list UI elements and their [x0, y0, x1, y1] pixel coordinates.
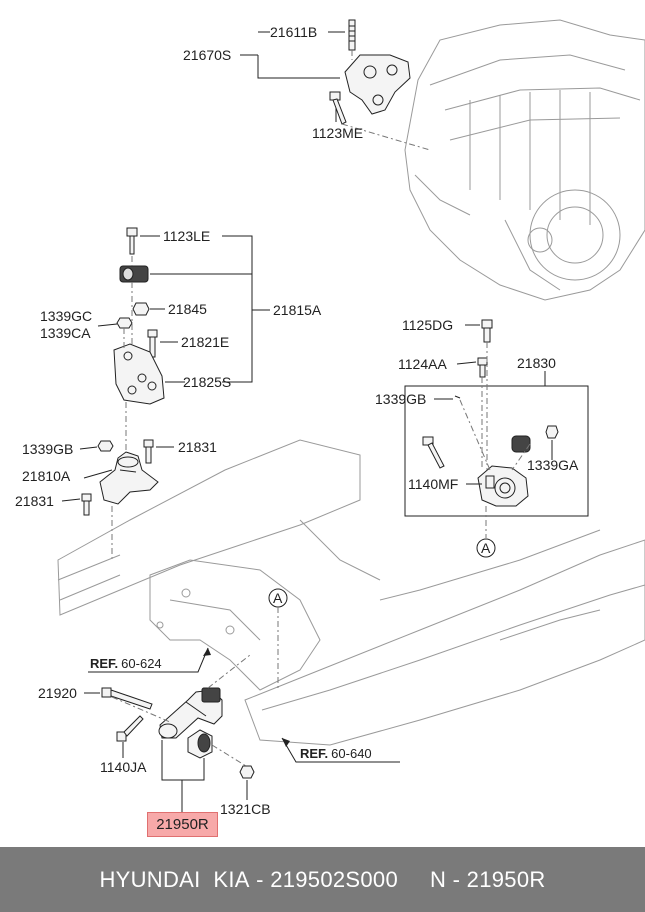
bushing-21815A	[119, 265, 149, 283]
bracket-21825S	[113, 343, 165, 405]
ref-prefix-1: REF.	[90, 656, 118, 671]
callout-1339GA: 1339GA	[527, 457, 579, 473]
bolt-21831-top	[143, 439, 154, 464]
marker-a-right	[476, 538, 496, 558]
ref-code-60-624: 60-624	[121, 656, 161, 671]
callout-21821E: 21821E	[181, 334, 229, 350]
callout-1140MF: 1140MF	[408, 476, 458, 492]
callout-21920: 21920	[38, 685, 77, 701]
callout-21670S: 21670S	[183, 47, 231, 63]
callout-1125DG: 1125DG	[402, 317, 453, 333]
callout-21611B: 21611B	[270, 24, 317, 40]
bolt-1124AA	[477, 357, 488, 378]
footer-part-number: 219502S000	[270, 866, 398, 892]
engine-bracket-21670S	[344, 19, 411, 115]
callout-21815A: 21815A	[273, 302, 322, 318]
callout-1140JA: 1140JA	[100, 759, 147, 775]
bolt-21831-bottom	[81, 493, 92, 516]
highlighted-callout-box	[147, 812, 218, 837]
callout-1339GB-right: 1339GB	[375, 391, 426, 407]
callout-1339CA: 1339CA	[40, 325, 91, 341]
nut-1339GB-left	[97, 440, 114, 452]
mount-21830	[477, 465, 529, 507]
bolt-1123LE	[126, 227, 138, 255]
subframe-drawing	[57, 439, 645, 746]
callout-21825S: 21825S	[183, 374, 231, 390]
bolt-21920	[101, 687, 153, 710]
ref-code-60-640: 60-640	[331, 746, 371, 761]
svg-text:REF.60-640: REF.60-640	[300, 746, 372, 761]
footer-ref-code: N - 21950R	[430, 866, 546, 892]
engine-block-drawing	[404, 19, 645, 301]
callout-21831-bottom: 21831	[15, 493, 54, 509]
footer-brand: HYUNDAI KIA	[99, 866, 250, 892]
nut-1321CB	[239, 765, 255, 779]
callout-1339GB-left: 1339GB	[22, 441, 73, 457]
svg-text:REF.60-624: REF.60-624	[90, 656, 162, 671]
marker-a-left-label: A	[273, 590, 283, 606]
callout-1339GC: 1339GC	[40, 308, 92, 324]
washer-1339GC	[116, 317, 133, 329]
bolt-1125DG	[481, 319, 493, 343]
callout-21810A: 21810A	[22, 468, 71, 484]
mount-assembly-box-21830	[404, 385, 589, 517]
callout-21950R: 21950R	[156, 816, 209, 833]
bolt-1140MF	[422, 436, 445, 469]
mount-21810A	[99, 451, 159, 505]
nut-21845	[132, 302, 150, 316]
callout-21845: 21845	[168, 301, 207, 317]
ref-prefix-2: REF.	[300, 746, 328, 761]
bushing-1339GA	[511, 425, 559, 453]
bolt-1140JA	[116, 715, 144, 742]
marker-a-right-label: A	[481, 540, 491, 556]
bushing-21950R	[187, 729, 213, 759]
callout-1124AA: 1124AA	[398, 356, 447, 372]
callout-1123ME: 1123ME	[312, 125, 363, 141]
callout-1123LE: 1123LE	[163, 228, 210, 244]
footer-bar: HYUNDAI KIA - 219502S000 N - 21950R	[0, 847, 645, 912]
bolt-1123ME	[329, 91, 347, 125]
callout-1321CB: 1321CB	[220, 801, 271, 817]
callout-21831-top: 21831	[178, 439, 217, 455]
torque-rod-21950R	[158, 687, 223, 739]
callout-21830: 21830	[517, 355, 556, 371]
